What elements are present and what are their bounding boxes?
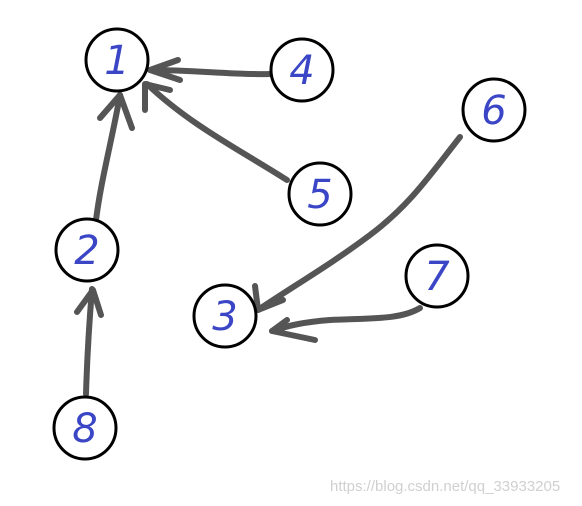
node-circle	[84, 27, 150, 93]
node-6: 6	[461, 77, 527, 143]
edge-4-1	[147, 57, 273, 83]
node-circle	[52, 395, 118, 461]
node-circle	[54, 217, 120, 283]
node-label: 6	[481, 88, 506, 134]
arrowhead-icon	[147, 57, 183, 83]
node-label: 1	[104, 38, 129, 84]
edge-line	[144, 81, 290, 183]
node-label: 3	[212, 294, 237, 340]
node-label: 5	[307, 172, 332, 218]
node-label: 7	[424, 254, 450, 300]
edge-line	[255, 134, 463, 313]
node-5: 5	[287, 161, 353, 227]
watermark-text: https://blog.csdn.net/qq_33933205	[330, 478, 561, 495]
edge-7-3	[269, 305, 423, 343]
edge-6-3	[252, 134, 463, 313]
edge-line	[269, 305, 423, 334]
edge-line	[147, 67, 273, 78]
node-3: 3	[192, 283, 258, 349]
edge-5-1	[142, 81, 290, 183]
node-2: 2	[54, 217, 120, 283]
arrowhead-icon	[269, 317, 318, 343]
arrowhead-icon	[97, 92, 135, 131]
node-label: 2	[74, 228, 99, 274]
edge-layer	[74, 57, 463, 397]
arrowhead-icon	[74, 287, 104, 318]
arrowhead-icon	[142, 81, 173, 113]
edge-line	[93, 92, 123, 223]
edge-2-1	[93, 92, 135, 223]
node-circle	[192, 283, 258, 349]
node-circle	[461, 77, 527, 143]
node-circle	[404, 243, 470, 309]
node-label: 8	[72, 406, 97, 452]
node-layer: 1 2 3 4 5 6 7 8	[52, 27, 527, 461]
edge-line	[83, 286, 95, 397]
node-7: 7	[404, 243, 470, 309]
arrowhead-icon	[252, 283, 286, 313]
node-circle	[269, 37, 335, 103]
edge-8-2	[74, 286, 104, 397]
node-8: 8	[52, 395, 118, 461]
node-4: 4	[269, 37, 335, 103]
node-circle	[287, 161, 353, 227]
node-label: 4	[289, 48, 314, 94]
node-1: 1	[84, 27, 150, 93]
